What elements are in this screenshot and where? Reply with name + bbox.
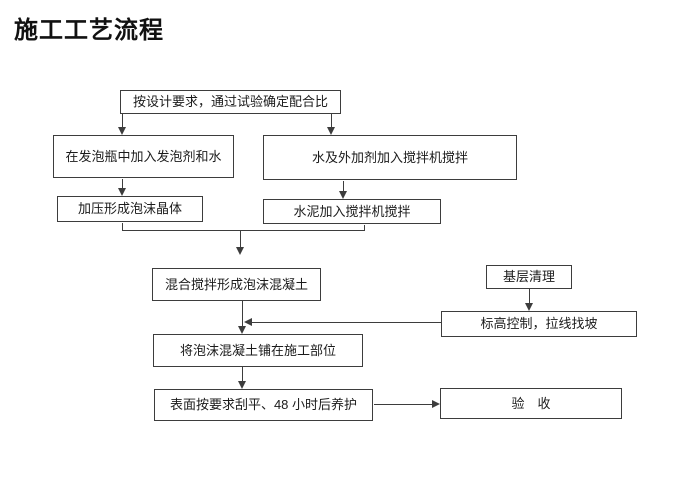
flow-node-water-admixture: 水及外加剂加入搅拌机搅拌 bbox=[263, 135, 517, 180]
edge-curing-acceptance-line bbox=[374, 404, 432, 405]
edge-wateradmixture-cementmix-line bbox=[343, 181, 344, 192]
edge-cementmix-merge-stub bbox=[364, 225, 365, 231]
edge-levelcontrol-placing-line bbox=[251, 322, 441, 323]
flow-node-foaming-bottle: 在发泡瓶中加入发泡剂和水 bbox=[53, 135, 234, 178]
flow-node-cement-mix: 水泥加入搅拌机搅拌 bbox=[263, 199, 441, 224]
edge-foamingbottle-foamcrystal-line bbox=[122, 179, 123, 190]
edge-merge-foamconcrete-line bbox=[240, 231, 241, 248]
flow-node-curing: 表面按要求刮平、48 小时后养护 bbox=[154, 389, 373, 421]
edge-mixratio-foamingbottle-arrowhead-icon bbox=[118, 127, 126, 135]
flow-node-foam-crystal: 加压形成泡沫晶体 bbox=[57, 196, 203, 222]
edge-basecleaning-levelcontrol-arrowhead-icon bbox=[525, 303, 533, 311]
flow-node-mix-ratio: 按设计要求，通过试验确定配合比 bbox=[120, 90, 341, 114]
edge-foamcrystal-merge-stub bbox=[122, 223, 123, 231]
flow-node-base-cleaning: 基层清理 bbox=[486, 265, 572, 289]
edge-placing-curing-line bbox=[242, 367, 243, 382]
edge-mixratio-foamingbottle-line bbox=[122, 114, 123, 129]
page-title: 施工工艺流程 bbox=[14, 17, 164, 44]
flow-node-level-control: 标高控制，拉线找坡 bbox=[441, 311, 637, 337]
edge-basecleaning-levelcontrol-line bbox=[529, 289, 530, 305]
edge-wateradmixture-cementmix-arrowhead-icon bbox=[339, 191, 347, 199]
flow-node-acceptance: 验 收 bbox=[440, 388, 622, 419]
edge-foamconcrete-placing-arrowhead-icon bbox=[238, 326, 246, 334]
edge-merge-foamconcrete-arrowhead-icon bbox=[236, 247, 244, 255]
edge-foamconcrete-placing-line bbox=[242, 301, 243, 327]
edge-levelcontrol-placing-arrowhead-icon bbox=[244, 318, 252, 326]
edge-curing-acceptance-arrowhead-icon bbox=[432, 400, 440, 408]
merge-bar-line bbox=[122, 230, 365, 231]
flow-node-placing: 将泡沫混凝土铺在施工部位 bbox=[153, 334, 363, 367]
edge-placing-curing-arrowhead-icon bbox=[238, 381, 246, 389]
flow-node-foam-concrete: 混合搅拌形成泡沫混凝土 bbox=[152, 268, 321, 301]
edge-foamingbottle-foamcrystal-arrowhead-icon bbox=[118, 188, 126, 196]
edge-mixratio-wateradmixture-line bbox=[331, 114, 332, 129]
edge-mixratio-wateradmixture-arrowhead-icon bbox=[327, 127, 335, 135]
